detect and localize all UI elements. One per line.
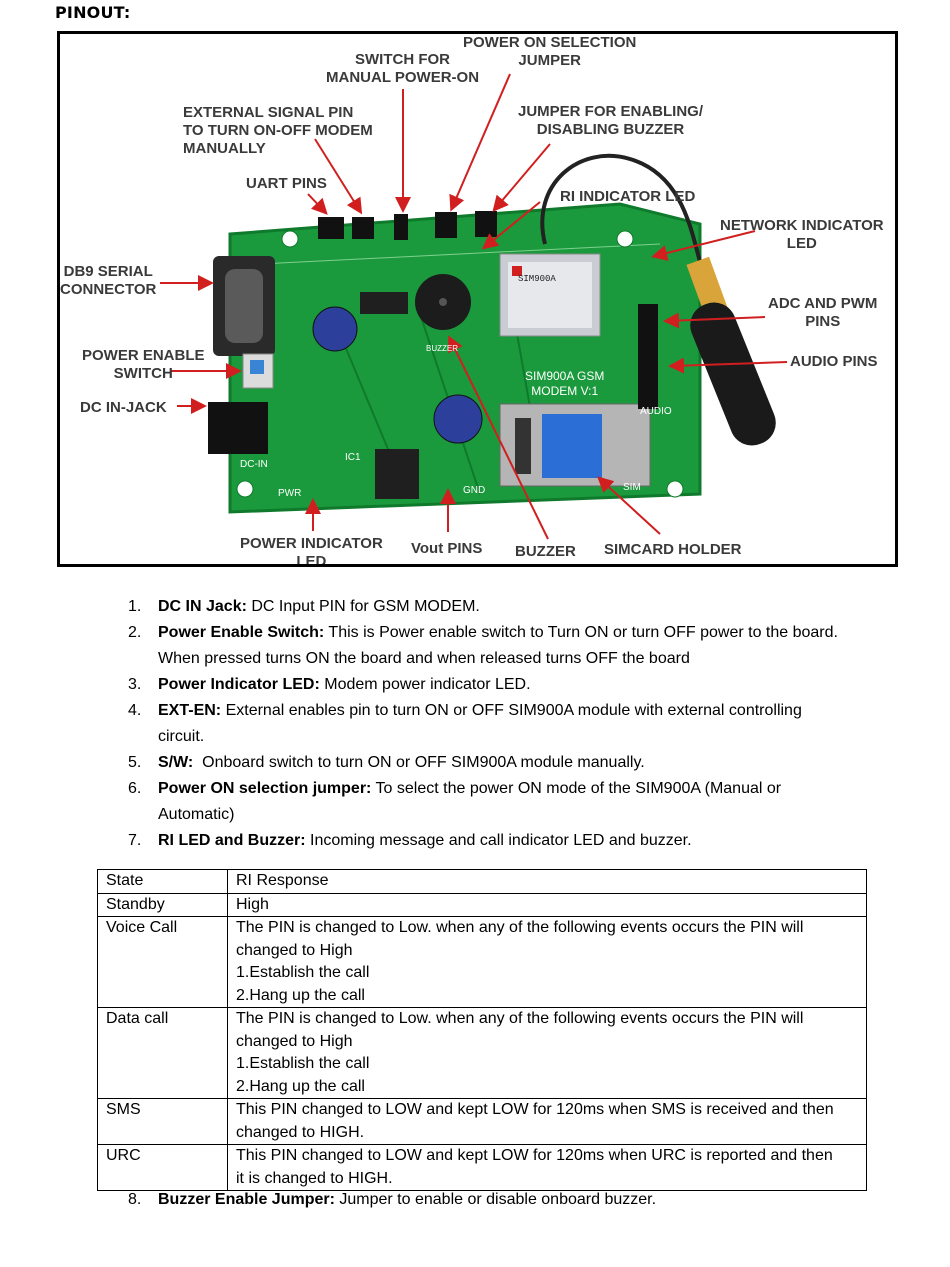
- right-header: [638, 304, 658, 409]
- table-row: Voice Call The PIN is changed to Low. wh…: [97, 916, 867, 1008]
- callout-arrows: [160, 73, 788, 540]
- silk-audio: AUDIO: [640, 406, 672, 417]
- feature-list-continued: 8.Buzzer Enable Jumper: Jumper to enable…: [0, 1187, 848, 1213]
- callout-simcard: SIMCARD HOLDER: [604, 541, 742, 558]
- silk-sim: SIM: [623, 482, 641, 493]
- list-item: 1.DC IN Jack: DC Input PIN for GSM MODEM…: [128, 598, 480, 615]
- regulator: [375, 449, 419, 499]
- callout-audio-pins: AUDIO PINS: [790, 353, 878, 370]
- table-cell-response: This PIN changed to LOW and kept LOW for…: [227, 1144, 867, 1191]
- module-label: SIM900A: [518, 274, 556, 284]
- callout-power-enable: POWER ENABLE SWITCH: [82, 347, 205, 382]
- ic-chip: [360, 292, 408, 314]
- callout-uart-pins: UART PINS: [246, 175, 327, 192]
- table-row: State RI Response: [97, 869, 867, 894]
- table-row: Standby High: [97, 892, 867, 917]
- table-cell-state: URC: [97, 1144, 228, 1191]
- table-cell-response: High: [227, 892, 867, 917]
- list-item: 8.Buzzer Enable Jumper: Jumper to enable…: [128, 1191, 657, 1208]
- uart-header: [318, 211, 497, 240]
- capacitor: [312, 306, 358, 352]
- db9-connector: [213, 256, 275, 356]
- capacitor: [433, 394, 483, 444]
- callout-jumper-buzzer: JUMPER FOR ENABLING/ DISABLING BUZZER: [518, 103, 704, 138]
- table-cell-response: The PIN is changed to Low. when any of t…: [227, 916, 867, 1008]
- board-label: SIM900A GSM MODEM V:1: [525, 369, 605, 398]
- table-cell-response: The PIN is changed to Low. when any of t…: [227, 1007, 867, 1099]
- switch-knob: [250, 360, 264, 374]
- list-item: 4.EXT-EN: External enables pin to turn O…: [128, 702, 802, 745]
- table-cell-state: Data call: [97, 1007, 228, 1099]
- list-item: 7.RI LED and Buzzer: Incoming message an…: [128, 832, 692, 849]
- table-cell-state: State: [97, 869, 228, 894]
- silk-gnd: GND: [463, 485, 486, 496]
- table-row: URC This PIN changed to LOW and kept LOW…: [97, 1144, 867, 1191]
- callout-network-led: NETWORK INDICATOR LED: [720, 217, 884, 252]
- pinout-figure: SIM900A GSM MODEM V:1 SIM900A DC-IN PWR …: [57, 31, 898, 567]
- callout-power-led: POWER INDICATOR LED: [240, 535, 383, 567]
- sim900a-module: [499, 253, 601, 337]
- silk-pwr: PWR: [278, 488, 302, 499]
- callout-db9: DB9 SERIAL CONNECTOR: [60, 263, 157, 298]
- callout-ri-led: RI INDICATOR LED: [560, 188, 696, 205]
- callout-external-signal: EXTERNAL SIGNAL PIN TO TURN ON-OFF MODEM…: [183, 104, 373, 157]
- silk-ic1: IC1: [345, 452, 361, 463]
- table-cell-state: Standby: [97, 892, 228, 917]
- callout-vout: Vout PINS: [411, 540, 483, 557]
- antenna: [540, 153, 776, 446]
- callout-switch-manual: SWITCH FOR MANUAL POWER-ON: [326, 51, 480, 86]
- table-cell-state: SMS: [97, 1098, 228, 1145]
- silk-dcin: DC-IN: [240, 459, 268, 470]
- table-row: Data call The PIN is changed to Low. whe…: [97, 1007, 867, 1099]
- list-item: 5.S/W: Onboard switch to turn ON or OFF …: [128, 754, 645, 771]
- board-illustration: [160, 73, 788, 540]
- table-cell-response: This PIN changed to LOW and kept LOW for…: [227, 1098, 867, 1145]
- list-item: 2.Power Enable Switch: This is Power ena…: [128, 624, 838, 667]
- callout-buzzer: BUZZER: [515, 543, 576, 560]
- callout-power-on-selection: POWER ON SELECTION JUMPER: [463, 34, 637, 69]
- list-item: 6.Power ON selection jumper: To select t…: [128, 780, 782, 823]
- feature-list: 1.DC IN Jack: DC Input PIN for GSM MODEM…: [0, 594, 848, 854]
- dc-jack: [208, 402, 268, 454]
- callout-adc-pwm: ADC AND PWM PINS: [768, 295, 878, 330]
- silk-buzzer: BUZZER: [426, 344, 458, 353]
- ri-response-table: State RI Response Standby High Voice Cal…: [97, 869, 867, 1191]
- table-cell-state: Voice Call: [97, 916, 228, 1008]
- page-heading: PINOUT:: [55, 3, 131, 22]
- list-item: 3.Power Indicator LED: Modem power indic…: [128, 676, 531, 693]
- callout-dc-jack: DC IN-JACK: [80, 399, 167, 416]
- sim-holder: [499, 403, 651, 487]
- table-cell-response: RI Response: [227, 869, 867, 894]
- table-row: SMS This PIN changed to LOW and kept LOW…: [97, 1098, 867, 1145]
